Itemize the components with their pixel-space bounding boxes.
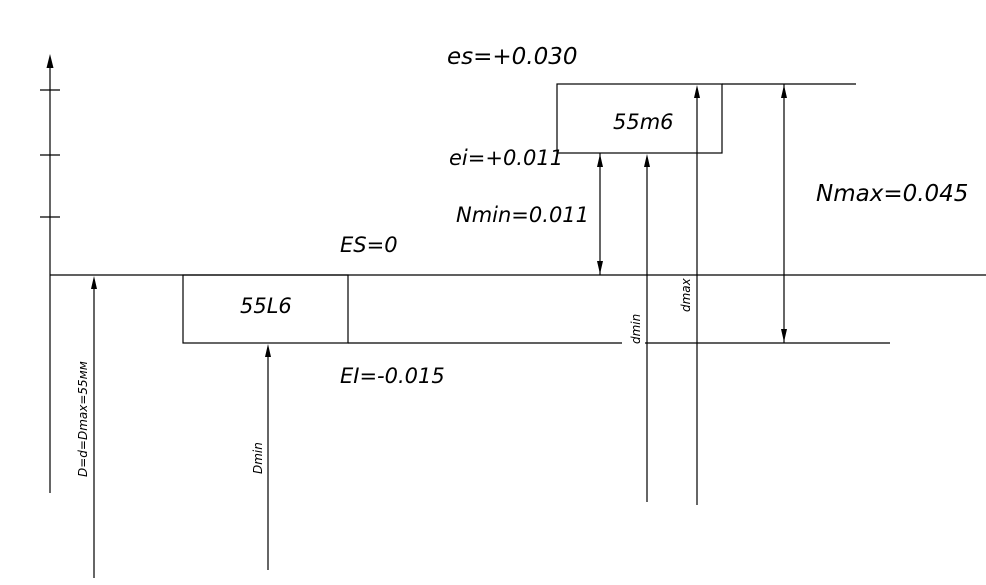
ES-label: ES=0 [340, 233, 398, 257]
hole-tolerance-zone [182, 274, 349, 344]
vertical-axis-arrow [46, 54, 54, 68]
EI-label: EI=-0.015 [340, 364, 445, 388]
dmax-shaft-label: dmax [679, 277, 693, 312]
es-label: es=+0.030 [447, 44, 578, 70]
hole-zone-label: 55L6 [240, 294, 292, 318]
nmax-arrow-bottom [781, 329, 787, 342]
nominal-size-label: D=d=Dmax=55мм [76, 361, 90, 477]
nmin-arrow-bottom [597, 261, 603, 274]
dmin-shaft-arrow [644, 154, 650, 167]
dmin-shaft-label: dmin [629, 314, 643, 344]
dmax-shaft-arrow [694, 85, 700, 98]
ei-label: ei=+0.011 [449, 146, 563, 170]
shaft-tolerance-zone [556, 83, 723, 154]
nmin-label: Nmin=0.011 [456, 203, 589, 227]
dmin-hole-arrow [265, 344, 271, 357]
dmin-hole-label: Dmin [251, 442, 265, 474]
nominal-arrow [91, 276, 97, 289]
nmax-arrow-top [781, 85, 787, 98]
nmin-arrow-top [597, 154, 603, 167]
shaft-zone-label: 55m6 [613, 110, 674, 134]
nmax-label: Nmax=0.045 [816, 181, 968, 207]
